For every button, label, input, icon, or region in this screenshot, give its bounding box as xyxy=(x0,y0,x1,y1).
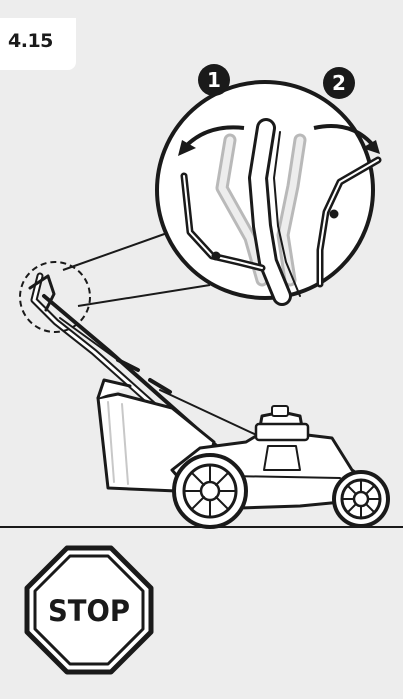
lawn-mower xyxy=(30,276,388,527)
callout-label-2: 2 xyxy=(332,71,346,95)
stop-sign: STOP xyxy=(27,548,151,672)
callout-badge-1: 1 xyxy=(198,64,230,96)
detail-circle xyxy=(157,82,380,298)
front-wheel xyxy=(334,472,388,526)
stop-sign-label: STOP xyxy=(48,594,130,628)
callout-badge-2: 2 xyxy=(323,67,355,99)
rear-wheel xyxy=(174,455,246,527)
callout-label-1: 1 xyxy=(207,68,221,92)
